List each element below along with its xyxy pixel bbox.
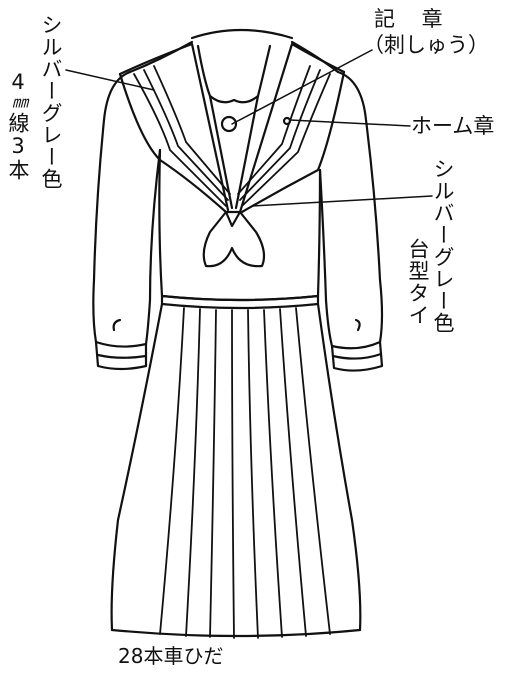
- left-sleeve: [92, 70, 162, 371]
- label-tie-color: シルバーグレー色: [431, 158, 456, 334]
- right-cuff: [330, 340, 384, 372]
- label-collar-stripe-spec: 4㎜線3本: [6, 70, 31, 181]
- leader-collar-stripes: [65, 69, 155, 91]
- label-home-emblem: ホーム章: [411, 114, 495, 138]
- embroidered-emblem: [220, 115, 238, 133]
- skirt-waistband: [160, 294, 320, 310]
- label-tie-type: 台型タイ: [406, 238, 431, 326]
- right-sleeve: [318, 70, 384, 372]
- trapezoid-tie: [202, 210, 266, 268]
- stripe-count-suffix: 線3本: [6, 112, 31, 181]
- label-skirt-pleats: 28本車ひだ: [118, 644, 224, 668]
- collar-stripes-left: [133, 65, 231, 207]
- leader-tie: [251, 195, 433, 207]
- leader-lines: [65, 49, 433, 207]
- stripe-count-prefix: 4: [6, 70, 31, 95]
- stripe-unit: ㎜: [9, 95, 29, 112]
- label-emblem-detail: （刺しゅう）: [363, 33, 489, 57]
- label-collar-stripe-color: シルバーグレー色: [39, 14, 64, 190]
- skirt-pleats: [159, 307, 331, 639]
- leader-home-emblem: [289, 119, 411, 127]
- leader-emblem: [231, 49, 373, 125]
- label-emblem: 記 章: [374, 7, 453, 31]
- pleated-skirt: [110, 302, 362, 638]
- left-cuff: [94, 340, 148, 371]
- home-emblem-pin: [282, 116, 292, 126]
- neckline: [196, 44, 272, 210]
- neck-band: [190, 28, 294, 40]
- collar-stripes-right: [237, 65, 331, 207]
- sailor-collar: [118, 42, 346, 214]
